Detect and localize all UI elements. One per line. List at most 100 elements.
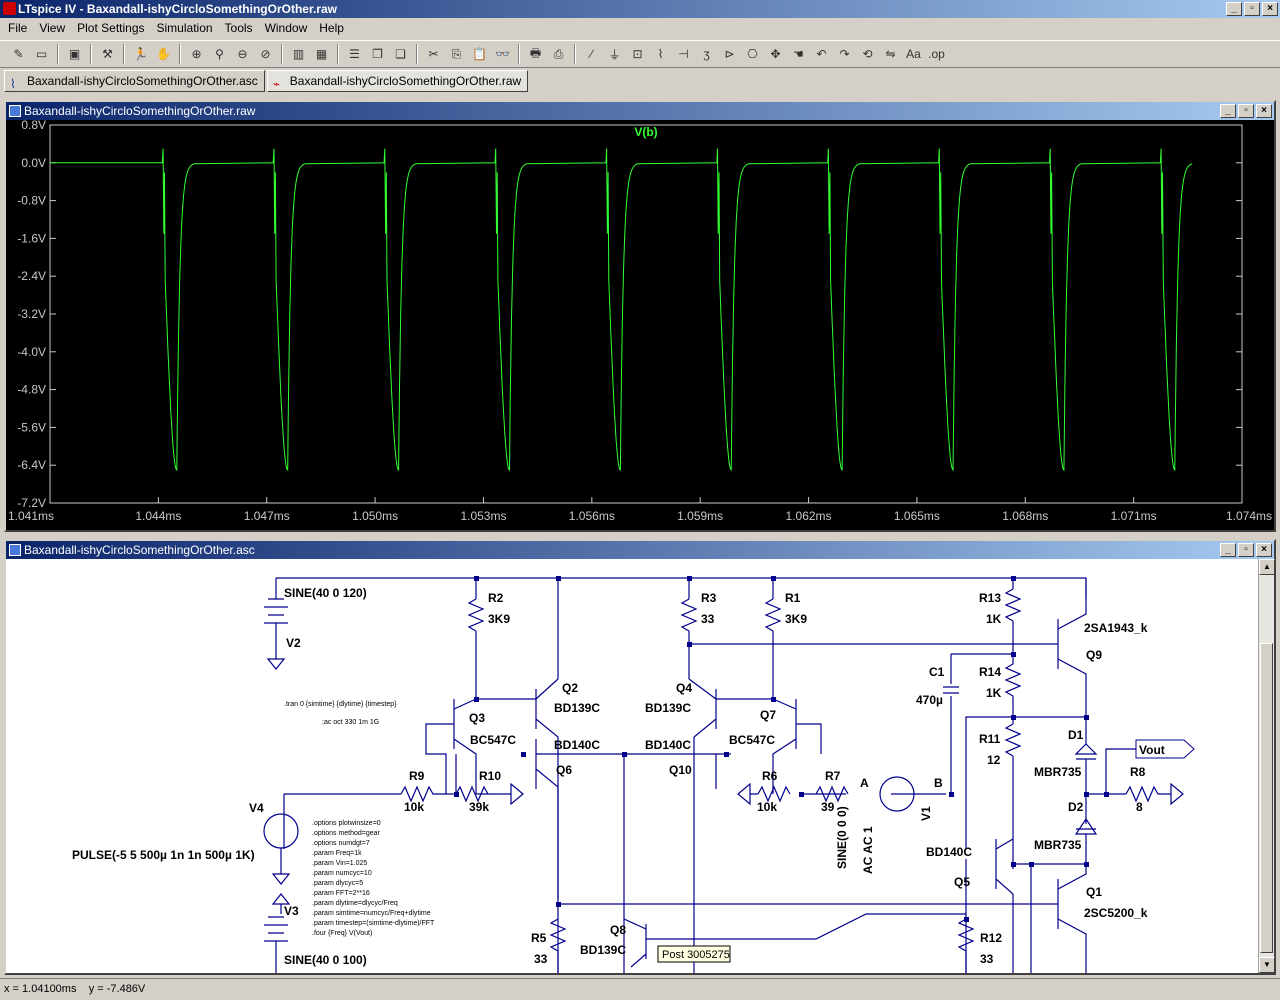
menu-help[interactable]: Help <box>319 21 344 35</box>
plot-minimize-button[interactable]: _ <box>1220 104 1236 118</box>
schematic-close-button[interactable]: × <box>1256 543 1272 557</box>
schematic-drawing[interactable]: SINE(40 0 120) V2 R2 3K9 R3 33 R1 3K9 R1… <box>6 559 1258 973</box>
autorange-icon[interactable]: ▥ <box>292 47 305 61</box>
plot-maximize-button[interactable]: ▫ <box>1238 104 1254 118</box>
run-icon[interactable]: 🏃 <box>133 47 148 61</box>
status-x: x = 1.04100ms <box>4 983 77 995</box>
save-icon[interactable]: ▣ <box>68 47 81 61</box>
minimize-button[interactable]: _ <box>1226 2 1242 16</box>
q10-ref: Q10 <box>669 763 692 777</box>
directive-line: .four {Freq} V(Vout) <box>312 930 372 937</box>
zoom-fit-icon[interactable]: ⊘ <box>260 47 271 61</box>
rotate-icon[interactable]: ⟲ <box>862 47 873 61</box>
maximize-button[interactable]: ▫ <box>1244 2 1260 16</box>
menu-plot-settings[interactable]: Plot Settings <box>77 21 145 35</box>
document-tabs: ⌇ Baxandall-ishyCircloSomethingOrOther.a… <box>0 70 1280 94</box>
y-tick-label: -2.4V <box>17 269 46 283</box>
tab-waveform[interactable]: ⌁ Baxandall-ishyCircloSomethingOrOther.r… <box>266 70 529 92</box>
tile-horizontal-icon[interactable]: ☰ <box>349 47 360 61</box>
spice-directives[interactable]: .tran 0 {simtime} {dlytime} {timestep} ;… <box>284 701 435 937</box>
directive-line: .param Freq=1k <box>312 850 362 857</box>
status-bar: x = 1.04100ms y = -7.486V <box>0 978 1280 1000</box>
directive-ac: ;ac oct 330 1m 1G <box>322 719 379 726</box>
scroll-down-arrow[interactable]: ▼ <box>1259 957 1275 973</box>
text-icon[interactable]: Aa <box>906 47 921 61</box>
schematic-icon <box>9 544 21 556</box>
spice-directive-icon[interactable]: .op <box>928 47 945 61</box>
wire-icon[interactable]: ∕ <box>590 47 593 61</box>
r7-val: 39 <box>821 800 835 814</box>
menu-tools[interactable]: Tools <box>224 21 253 35</box>
r10-val: 39k <box>469 800 489 814</box>
scroll-up-arrow[interactable]: ▲ <box>1259 559 1275 575</box>
zoom-out-icon[interactable]: ⊖ <box>237 47 248 61</box>
component-icon[interactable]: ⎔ <box>747 47 758 61</box>
x-tick-label: 1.074ms <box>1226 509 1272 523</box>
menu-window[interactable]: Window <box>264 21 308 35</box>
label-net-icon[interactable]: ⊡ <box>632 47 643 61</box>
app-title: LTspice IV - Baxandall-ishyCircloSomethi… <box>18 2 337 16</box>
q4-model: BD139C <box>645 701 691 715</box>
copy-icon[interactable]: ⎘ <box>451 46 462 61</box>
v1-value: SINE(0 0 0) <box>835 806 849 869</box>
menu-view[interactable]: View <box>39 21 66 35</box>
c1-ref: C1 <box>929 665 945 679</box>
new-schematic-icon[interactable]: ✎ <box>13 47 24 61</box>
schematic-vertical-scrollbar[interactable]: ▲ ▼ <box>1258 559 1275 973</box>
q4-ref: Q4 <box>676 681 692 695</box>
scroll-thumb[interactable] <box>1260 643 1273 953</box>
ground-icon[interactable]: ⏚ <box>608 47 621 62</box>
schematic-maximize-button[interactable]: ▫ <box>1238 543 1254 557</box>
diode-icon[interactable]: ⊳ <box>724 47 735 61</box>
schematic-window: Baxandall-ishyCircloSomethingOrOther.asc… <box>4 539 1276 975</box>
zoom-in-icon[interactable]: ⊕ <box>191 47 202 61</box>
waveform-chart[interactable]: V(b)0.8V0.0V-0.8V-1.6V-2.4V-3.2V-4.0V-4.… <box>6 118 1274 530</box>
print-icon[interactable]: ⎙ <box>553 46 564 61</box>
directive-line: .options numdgt=7 <box>312 840 370 847</box>
r12-ref: R12 <box>980 931 1002 945</box>
schematic-window-title-bar: Baxandall-ishyCircloSomethingOrOther.asc… <box>6 541 1274 559</box>
menu-simulation[interactable]: Simulation <box>156 21 213 35</box>
close-button[interactable]: × <box>1262 2 1278 16</box>
q3-model: BC547C <box>470 733 516 747</box>
mirror-icon[interactable]: ⇋ <box>885 47 896 61</box>
inductor-icon[interactable]: ʒ <box>703 47 710 61</box>
grid-icon[interactable]: ▦ <box>315 47 328 61</box>
v3-ref: V3 <box>284 904 299 918</box>
move-icon[interactable]: ✥ <box>770 47 781 61</box>
r8-val: 8 <box>1136 800 1143 814</box>
pan-icon[interactable]: ✋ <box>156 47 171 61</box>
menu-file[interactable]: File <box>8 21 28 35</box>
schematic-minimize-button[interactable]: _ <box>1220 543 1236 557</box>
vout-label: Vout <box>1135 739 1195 759</box>
r6-ref: R6 <box>762 769 778 783</box>
tab-label: Baxandall-ishyCircloSomethingOrOther.raw <box>289 74 522 88</box>
zoom-area-icon[interactable]: ⚲ <box>215 47 224 61</box>
cascade-icon[interactable]: ❐ <box>372 47 383 61</box>
control-panel-icon[interactable]: ⚒ <box>102 47 113 61</box>
schematic-canvas[interactable]: SINE(40 0 120) V2 R2 3K9 R3 33 R1 3K9 R1… <box>6 559 1258 973</box>
redo-icon[interactable]: ↷ <box>839 47 850 61</box>
plot-close-button[interactable]: × <box>1256 104 1272 118</box>
cut-icon[interactable]: ✂ <box>428 47 439 61</box>
ltspice-icon <box>3 2 16 15</box>
drag-icon[interactable]: ☚ <box>793 47 804 61</box>
resistor-icon[interactable]: ⌇ <box>657 47 664 61</box>
open-icon[interactable]: ▭ <box>35 47 48 61</box>
print-setup-icon[interactable]: 🖶 <box>529 45 542 60</box>
x-tick-label: 1.047ms <box>244 509 290 523</box>
paste-icon[interactable]: 📋 <box>472 47 487 61</box>
find-icon[interactable]: 👓 <box>495 47 510 61</box>
capacitor-icon[interactable]: ⊣ <box>678 47 689 61</box>
r13-ref: R13 <box>979 591 1001 605</box>
r3-ref: R3 <box>701 591 717 605</box>
r2-ref: R2 <box>488 591 504 605</box>
x-tick-label: 1.068ms <box>1002 509 1048 523</box>
undo-icon[interactable]: ↶ <box>816 47 827 61</box>
directive-line: .param simtime=numcyc/Freq+dlytime <box>312 910 431 917</box>
c1-val: 470µ <box>916 693 943 707</box>
tab-schematic[interactable]: ⌇ Baxandall-ishyCircloSomethingOrOther.a… <box>4 70 265 92</box>
app-title-bar: LTspice IV - Baxandall-ishyCircloSomethi… <box>0 0 1280 18</box>
tile-vertical-icon[interactable]: ❏ <box>395 47 406 61</box>
